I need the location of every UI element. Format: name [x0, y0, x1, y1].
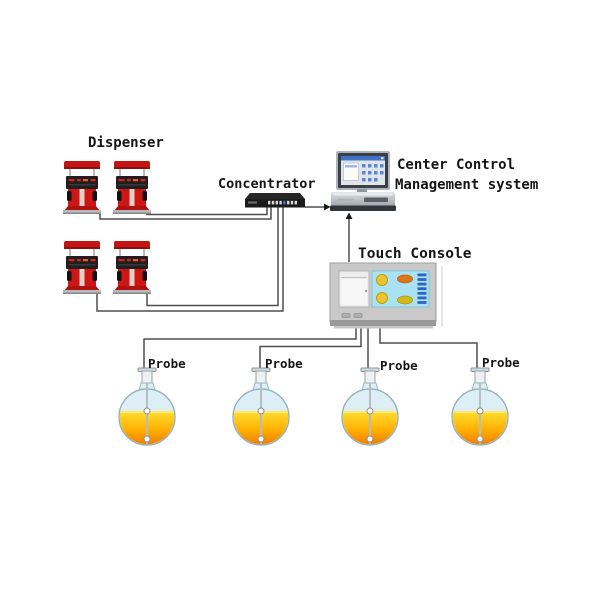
- tank-group: [119, 368, 508, 446]
- computer-base-highlight: [333, 192, 393, 196]
- screen-panel-header: [345, 165, 357, 168]
- switch-top: [245, 193, 305, 199]
- printer-latch: [364, 289, 368, 293]
- concentrator-device: [245, 193, 305, 208]
- center-control-label-line2: Management system: [395, 177, 538, 193]
- console-shadow: [334, 326, 433, 329]
- wire-console-to-probe1: [143, 326, 357, 371]
- touch-console-label: Touch Console: [358, 246, 472, 262]
- wire-console-to-probe4: [379, 326, 478, 371]
- tank-4: [452, 368, 508, 446]
- tank-2: [233, 368, 289, 446]
- tank-1: [119, 368, 175, 446]
- touch-console-device: [329, 262, 443, 329]
- probe-label-3: Probe: [380, 358, 418, 373]
- console-button-1[interactable]: [341, 313, 351, 318]
- computer-plinth: [330, 205, 396, 211]
- screen-gauge-1: [376, 274, 388, 286]
- probe-label-2: Probe: [265, 356, 303, 371]
- center-control-computer: [330, 151, 396, 211]
- concentrator-label: Concentrator: [218, 176, 316, 192]
- computer-base-slot: [364, 197, 388, 202]
- wire-dispenser4-to-concentrator: [146, 207, 279, 307]
- screen-close-icon: [381, 157, 384, 160]
- dispenser-unit-4: [113, 241, 151, 294]
- screen-gauge-2: [376, 292, 388, 304]
- switch-front: [245, 199, 305, 208]
- screen-titlebar: [341, 156, 385, 161]
- dispenser-unit-1: [63, 161, 101, 214]
- arrowhead-to-computer-up: [345, 212, 353, 219]
- console-bottom-band: [330, 320, 436, 326]
- dispenser-label: Dispenser: [88, 135, 164, 151]
- wire-dispenser2-to-concentrator: [146, 207, 268, 216]
- wire-console-to-probe2: [259, 326, 362, 371]
- probe-label-1: Probe: [148, 356, 186, 371]
- wire-dispenser3-to-concentrator: [96, 207, 284, 312]
- dispenser-unit-2: [113, 161, 151, 214]
- center-control-label-line1: Center Control: [397, 157, 515, 173]
- tank-3: [342, 368, 398, 446]
- dispenser-unit-3: [63, 241, 101, 294]
- probe-label-4: Probe: [482, 355, 520, 370]
- screen-icon-grid: [362, 164, 384, 182]
- switch-ports: [268, 200, 297, 205]
- computer-base-vent: [337, 199, 353, 201]
- screen-tank-indicator-2: [397, 295, 413, 305]
- dispenser-group: [63, 161, 151, 294]
- switch-label-mark: [248, 201, 257, 204]
- printer-door: [341, 279, 367, 305]
- screen-tank-indicator-1: [397, 274, 413, 284]
- console-button-2[interactable]: [353, 313, 363, 318]
- arrowhead-to-computer-right: [324, 203, 331, 211]
- monitor-stand: [357, 189, 367, 193]
- computer-base: [331, 192, 395, 207]
- screen-button-column: [417, 273, 427, 304]
- wire-dispenser1-to-concentrator: [99, 207, 272, 220]
